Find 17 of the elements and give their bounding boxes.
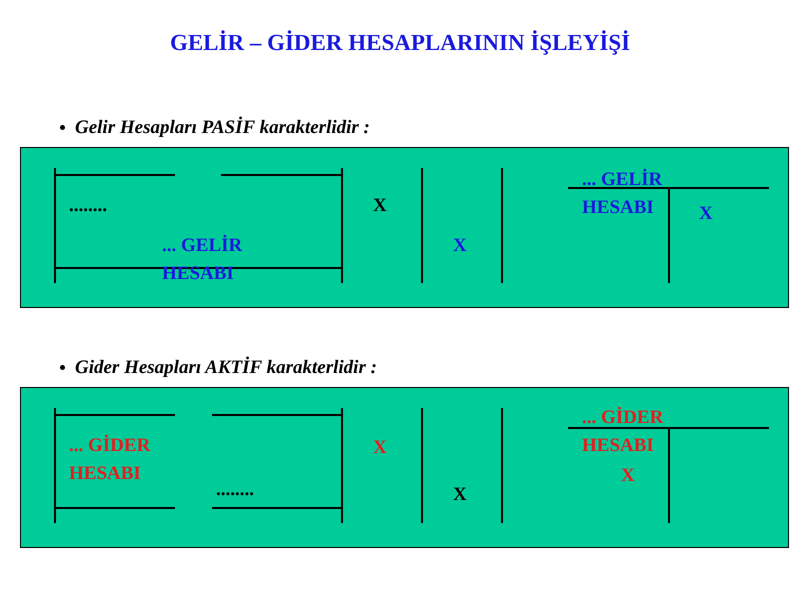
entry-text: X: [621, 464, 636, 488]
entry-text: ... GİDER HESABI: [582, 406, 664, 458]
journal-panel: [20, 147, 789, 308]
entry-text: ........: [69, 194, 108, 218]
bullet-heading: Gelir Hesapları PASİF karakterlidir :: [75, 117, 370, 139]
journal-panel: [20, 387, 789, 548]
entry-text: X: [373, 194, 388, 218]
entry-text: ... GELİR HESABI: [582, 168, 664, 220]
bullet-heading: Gider Hesapları AKTİF karakterlidir :: [75, 357, 377, 379]
entry-text: X: [373, 436, 388, 460]
entry-text: ........: [216, 478, 255, 502]
entry-text: X: [453, 483, 468, 507]
slide-title: GELİR – GİDER HESAPLARININ İŞLEYİŞİ: [168, 30, 632, 56]
entry-text: X: [699, 202, 714, 226]
entry-text: ... GİDER HESABI: [69, 434, 152, 486]
entry-text: X: [453, 234, 468, 258]
entry-text: ... GELİR HESABI: [162, 234, 244, 286]
